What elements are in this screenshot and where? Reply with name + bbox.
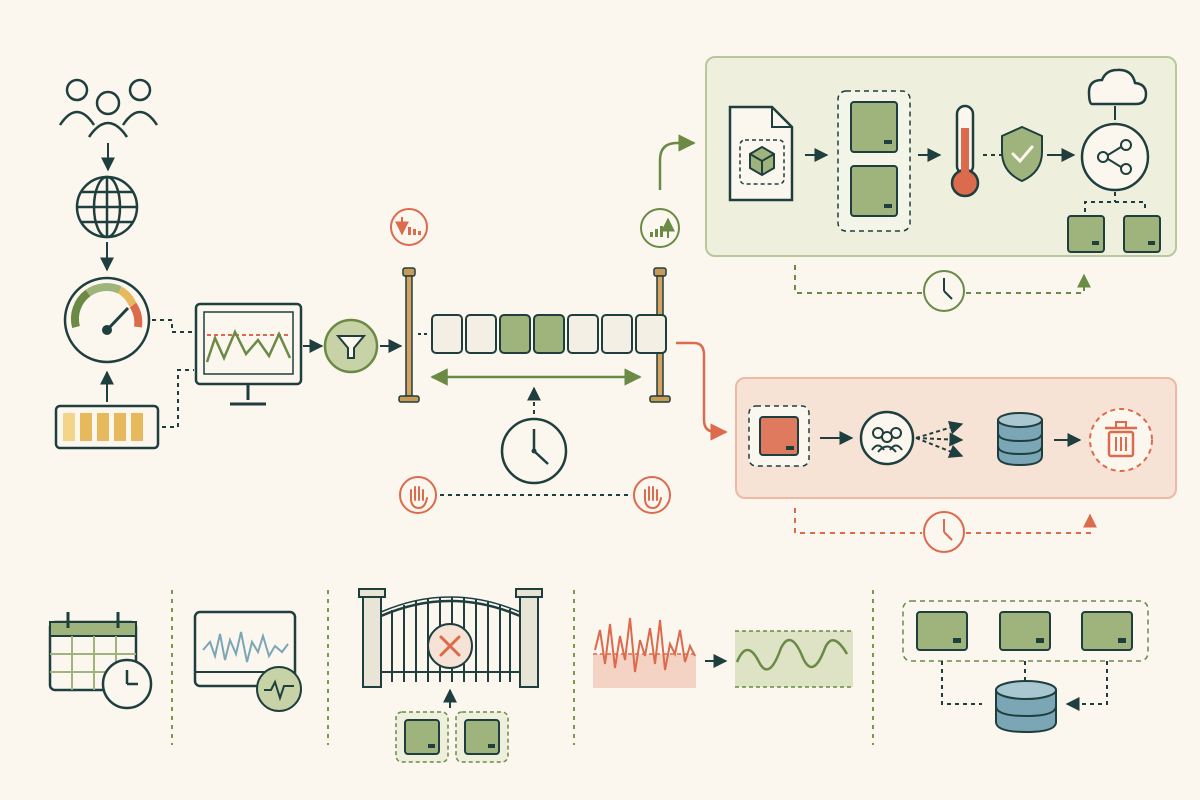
clock-icon <box>500 417 568 485</box>
stop-hand-icon <box>633 476 671 514</box>
monitor-waveform-icon <box>193 610 302 712</box>
clock-icon <box>923 270 965 312</box>
queue-slot-filled <box>499 314 531 354</box>
route-to-success-arrow <box>658 134 696 190</box>
queue-slot-empty <box>635 314 667 354</box>
shared-database-group <box>902 600 1149 734</box>
calendar-clock-icon <box>48 612 153 710</box>
staged-item-tag <box>884 204 892 208</box>
thermometer-icon <box>950 104 980 198</box>
queue-buffer <box>431 314 667 354</box>
output-item <box>1067 215 1105 253</box>
output-boxes <box>1067 215 1161 253</box>
queue-slot-empty <box>601 314 633 354</box>
queue-slot-empty <box>465 314 497 354</box>
users-icon <box>58 78 159 138</box>
fan-out-arrow <box>915 432 964 447</box>
fan-out-arrow <box>915 420 964 439</box>
meter-to-monitor-connector <box>162 369 194 428</box>
shield-check-icon <box>1001 125 1043 183</box>
cloud-icon <box>1087 68 1148 106</box>
gauge-to-monitor-connector <box>152 319 194 333</box>
queue-slot-empty <box>431 314 463 354</box>
blocked-items <box>395 711 509 763</box>
trash-icon <box>1089 408 1153 472</box>
queue-slot-empty <box>567 314 599 354</box>
share-hub-icon <box>1080 122 1150 192</box>
document-package-icon <box>728 105 794 202</box>
noisy-signal-panel <box>593 617 696 688</box>
staged-item-tag <box>884 140 892 144</box>
left-gate-post <box>398 267 420 403</box>
scale-up-icon <box>640 208 680 248</box>
legend-dividers <box>171 590 874 745</box>
staged-item <box>850 101 898 153</box>
output-item-tag <box>1092 241 1099 245</box>
fan-out-arrow <box>915 437 964 458</box>
queue-slot-filled <box>533 314 565 354</box>
gate-blocked-icon <box>358 588 543 688</box>
filter-funnel-icon <box>323 318 379 374</box>
hub-to-outputs-connector <box>1084 192 1146 212</box>
staged-item <box>850 165 898 217</box>
fan-out-arrows <box>915 420 964 458</box>
stop-hand-icon <box>399 476 437 514</box>
success-retry-loop <box>794 265 1084 294</box>
gauge-icon <box>63 276 151 364</box>
failure-retry-loop <box>794 508 1090 534</box>
throttle-down-icon <box>390 208 428 246</box>
output-item-tag <box>1148 241 1155 245</box>
monitor-chart-icon <box>194 302 303 406</box>
smoothed-signal-panel <box>735 630 853 688</box>
route-to-failure-arrow <box>676 341 728 441</box>
team-group-icon <box>859 410 915 466</box>
output-item <box>1123 215 1161 253</box>
staging-boxes <box>850 101 898 217</box>
battery-meter-icon <box>54 404 160 450</box>
failed-item <box>748 405 810 467</box>
globe-icon <box>75 175 139 239</box>
clock-icon <box>923 511 965 553</box>
database-icon <box>997 412 1043 467</box>
